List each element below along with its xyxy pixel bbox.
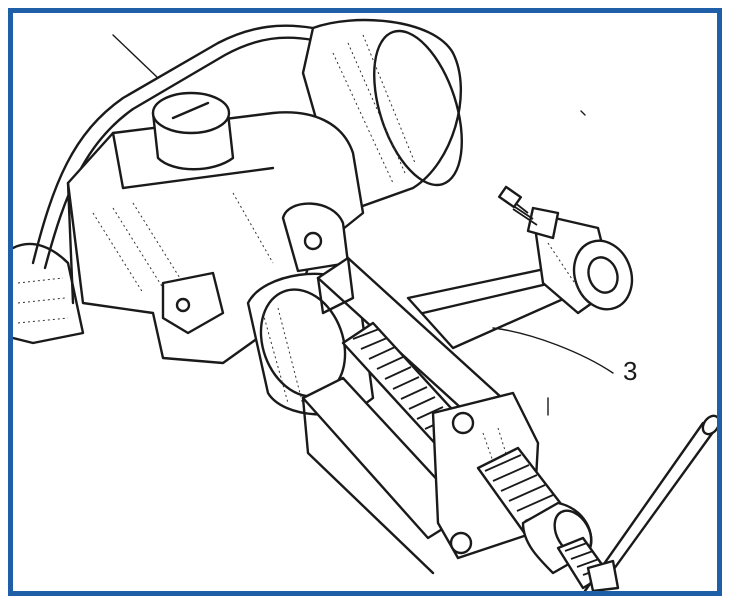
tommy-bar xyxy=(583,414,717,591)
callout-label-3: 3 xyxy=(623,356,638,386)
mounting-lug xyxy=(161,271,225,335)
figure-frame: 3 xyxy=(8,8,722,596)
tick-marks xyxy=(547,110,586,416)
mounting-ear xyxy=(281,202,350,273)
hydraulic-pipe xyxy=(31,24,315,270)
ball-joint xyxy=(497,185,634,315)
filler-cap xyxy=(151,91,235,171)
mounting-bracket-left xyxy=(13,242,85,345)
callout-leader-line xyxy=(492,327,614,374)
steering-gear-puller-illustration xyxy=(13,18,717,591)
